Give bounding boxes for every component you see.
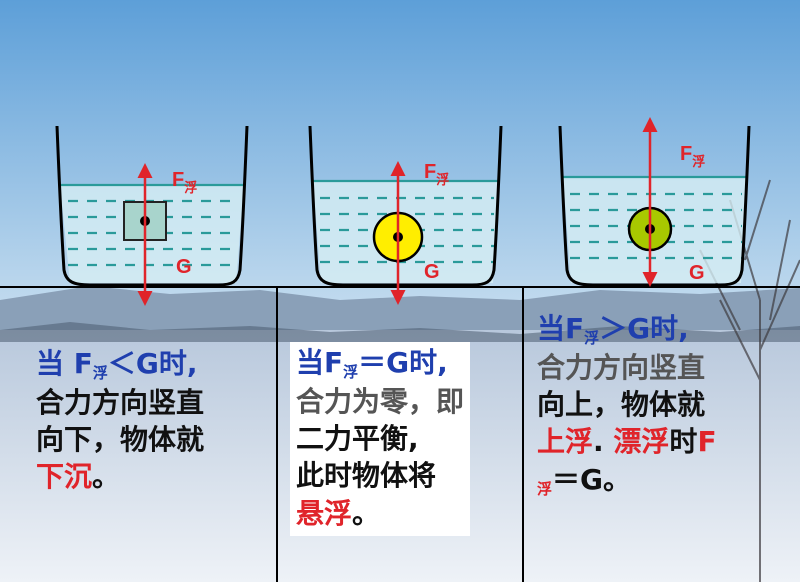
floating-line-2: 合力方向竖直 <box>537 350 706 384</box>
beaker-1: F浮 G <box>55 125 249 306</box>
suspension-result: 悬浮。 <box>296 496 381 530</box>
floating-result: 上浮. 漂浮时F <box>537 425 717 459</box>
buoyancy-label-3: F浮 <box>680 143 705 169</box>
gravity-label-1: G <box>176 256 192 278</box>
water-lines-2 <box>320 196 494 264</box>
gravity-label-2: G <box>424 261 440 283</box>
tree-line <box>0 322 800 342</box>
beaker-wall-1 <box>55 125 249 287</box>
beaker-2: F浮 G <box>308 125 503 305</box>
suspension-description: 当F浮＝G时, 合力为零，即 二力平衡, 此时物体将 悬浮。 <box>290 342 471 536</box>
floating-line-3: 向上，物体就 <box>537 388 706 422</box>
suspension-condition: 当F浮＝G时, <box>296 346 448 381</box>
suspension-line-4: 此时物体将 <box>296 459 437 493</box>
floating-description: 当F浮＞G时, 合力方向竖直 向上，物体就 上浮. 漂浮时F 浮＝G。 <box>537 310 717 500</box>
far-mountains <box>0 286 800 340</box>
suspension-line-2: 合力为零，即 <box>296 384 465 418</box>
shelf-dividers <box>0 286 800 582</box>
suspension-line-3: 二力平衡, <box>296 422 419 456</box>
buoyancy-label-1: F浮 <box>172 169 197 195</box>
sinking-description: 当 F浮＜G时, 合力方向竖直 向下，物体就 下沉。 <box>36 345 204 496</box>
buoyancy-label-2: F浮 <box>424 161 449 187</box>
sinking-result: 下沉。 <box>36 460 121 494</box>
gravity-label-3: G <box>689 262 705 284</box>
beaker-3: F浮 G <box>558 117 751 287</box>
beaker-wall-2 <box>308 125 503 287</box>
bare-tree <box>699 179 800 582</box>
floating-equation: 浮＝G。 <box>537 462 631 498</box>
sinking-condition: 当 F浮＜G时, <box>36 347 198 382</box>
sinking-line-2: 合力方向竖直 <box>36 385 205 419</box>
floating-condition: 当F浮＞G时, <box>537 312 689 347</box>
sinking-line-3: 向下，物体就 <box>36 423 205 457</box>
